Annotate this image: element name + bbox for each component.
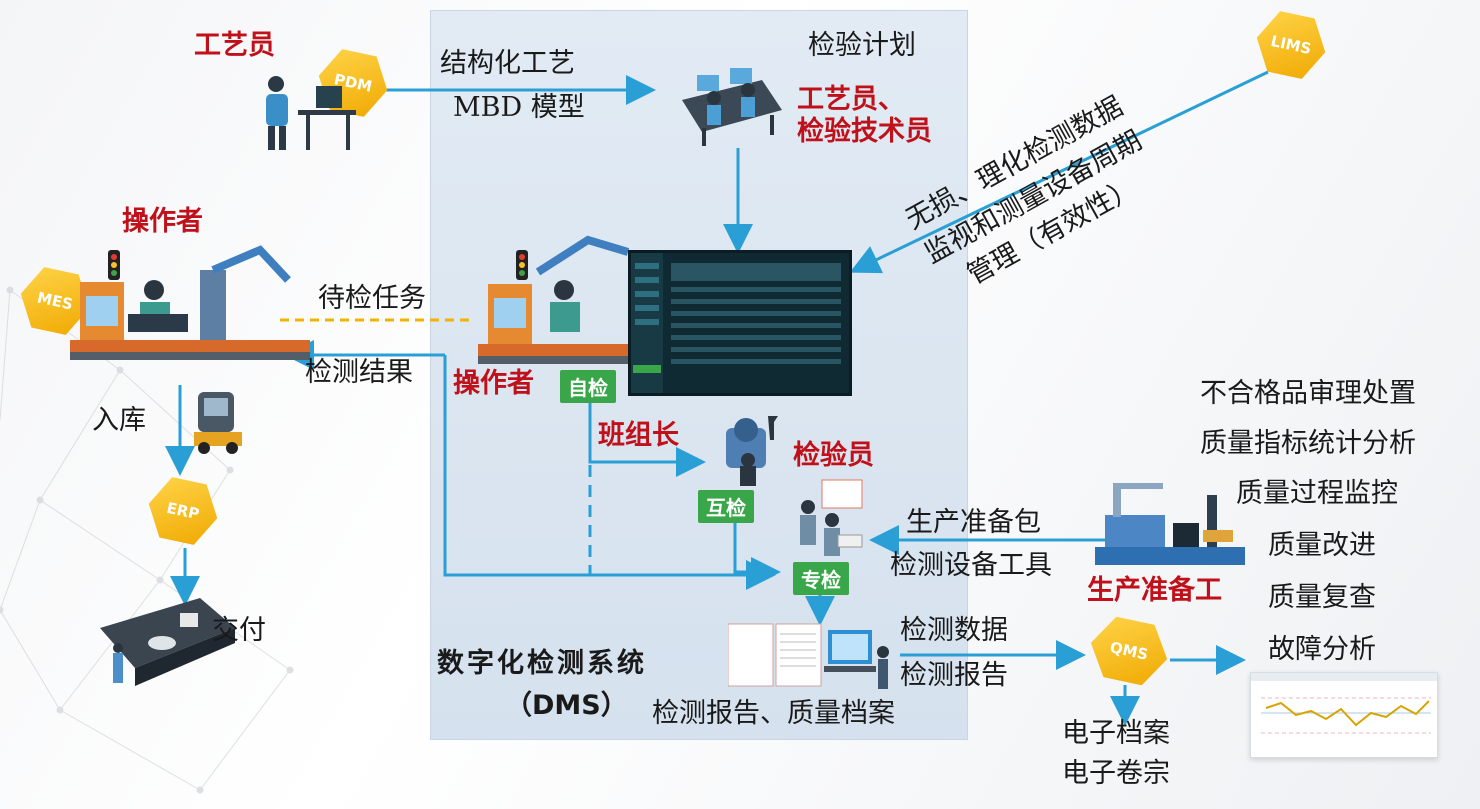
report-documents-figure — [727, 622, 898, 698]
role-operator-center: 操作者 — [453, 368, 534, 399]
label-inspection-plan: 检验计划 — [808, 30, 916, 61]
label-pending-tasks: 待检任务 — [318, 283, 426, 314]
qms-function-item: 质量指标统计分析 — [1200, 428, 1416, 459]
label-report-archive: 检测报告、质量档案 — [652, 698, 895, 729]
qms-function-item: 不合格品审理处置 — [1200, 378, 1416, 409]
qms-function-item: 质量改进 — [1268, 530, 1376, 561]
craftsman-workstation-figure — [258, 72, 358, 156]
role-craft-tech: 工艺员、 检验技术员 — [797, 84, 932, 148]
dms-app-screen — [628, 250, 852, 396]
qms-function-list: 不合格品审理处置 质量指标统计分析 质量过程监控 质量改进 质量复查 故障分析 — [1200, 378, 1470, 686]
role-inspector: 检验员 — [793, 440, 874, 471]
label-warehousing: 入库 — [92, 405, 146, 436]
network-mesh-decoration — [0, 286, 294, 794]
qms-function-item: 质量过程监控 — [1236, 478, 1398, 509]
production-prep-equipment-figure — [1095, 475, 1245, 584]
label-inspection-results: 检测结果 — [305, 357, 413, 388]
role-operator-left: 操作者 — [122, 206, 203, 237]
label-test-data: 检测数据 — [900, 615, 1008, 646]
label-e-archive: 电子档案 — [1062, 718, 1170, 749]
tag-mutual-check: 互检 — [698, 490, 754, 523]
dashed-arrow-team-to-special — [588, 465, 776, 590]
qms-function-item: 质量复查 — [1268, 582, 1376, 613]
mes-production-line-figure — [70, 240, 310, 384]
label-delivery: 交付 — [212, 615, 266, 646]
role-prep-worker: 生产准备工 — [1087, 575, 1222, 606]
delivery-conveyor-figure — [100, 598, 235, 707]
tag-special-check: 专检 — [793, 562, 849, 595]
dms-abbr: （DMS） — [505, 690, 628, 721]
center-production-line-figure — [478, 232, 638, 386]
qms-control-chart-thumbnail — [1250, 672, 1438, 758]
qms-function-item: 故障分析 — [1268, 634, 1376, 665]
inspection-plan-office-figure — [672, 40, 792, 154]
team-leader-machine-figure — [706, 408, 786, 492]
tag-self-check: 自检 — [560, 370, 616, 403]
label-prep-package: 生产准备包 — [906, 507, 1041, 538]
label-e-dossier: 电子卷宗 — [1062, 758, 1170, 789]
label-test-equipment: 检测设备工具 — [890, 550, 1052, 581]
dms-title: 数字化检测系统 — [437, 648, 647, 679]
arrow-selfcheck-to-mutual — [588, 400, 706, 477]
inspector-figures — [790, 475, 870, 564]
label-mbd-model: MBD 模型 — [453, 92, 585, 123]
arrow-lims-to-screen — [849, 70, 1269, 274]
label-test-report: 检测报告 — [900, 660, 1008, 691]
warehouse-forklift-figure — [190, 382, 250, 461]
role-craftsman: 工艺员 — [194, 30, 275, 61]
label-structured-process: 结构化工艺 — [440, 48, 575, 79]
role-team-leader: 班组长 — [598, 420, 679, 451]
